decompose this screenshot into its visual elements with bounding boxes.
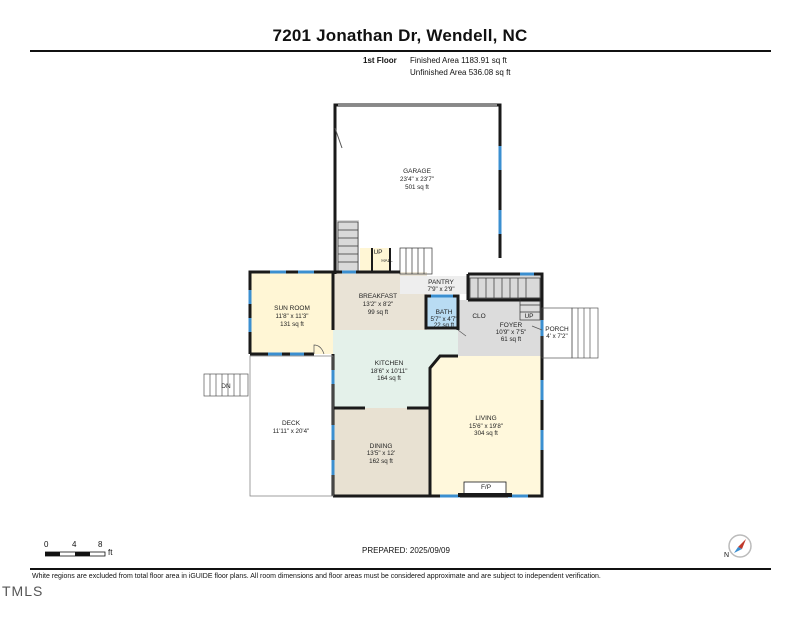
hall-floor bbox=[360, 248, 390, 272]
porch-outline bbox=[541, 307, 599, 359]
top-rule bbox=[30, 50, 771, 52]
breakfast-area: 99 sq ft bbox=[368, 309, 389, 316]
bath-floor bbox=[426, 296, 458, 328]
porch-name: PORCH bbox=[545, 326, 569, 333]
bottom-rule bbox=[30, 568, 771, 570]
foyer-name: FOYER bbox=[500, 322, 523, 329]
sunroom-name: SUN ROOM bbox=[274, 305, 310, 312]
bath-dims: 5'7" x 4'7" bbox=[430, 316, 457, 323]
dining-area: 162 sq ft bbox=[369, 458, 393, 465]
kitchen-name: KITCHEN bbox=[375, 360, 404, 367]
floor-label: 1st Floor bbox=[363, 56, 397, 65]
dining-dims: 13'5" x 12' bbox=[367, 450, 395, 457]
scale-tick-8: 8 bbox=[98, 540, 103, 549]
living-area: 304 sq ft bbox=[474, 430, 498, 437]
watermark: TMLS bbox=[2, 583, 44, 599]
hall-name: HALL bbox=[381, 258, 393, 263]
dining-floor bbox=[333, 408, 429, 496]
kitchen-dims: 18'6" x 10'11" bbox=[371, 368, 408, 375]
sunroom-floor bbox=[250, 272, 333, 354]
scale-bar-graphic bbox=[45, 551, 106, 557]
foyer-area: 61 sq ft bbox=[501, 336, 522, 343]
page-title: 7201 Jonathan Dr, Wendell, NC bbox=[272, 26, 528, 45]
garage-stairs bbox=[337, 221, 433, 275]
deck-stair-down-label: DN bbox=[221, 383, 231, 390]
sunroom-area: 131 sq ft bbox=[280, 321, 304, 328]
scale-tick-4: 4 bbox=[72, 540, 77, 549]
pantry-floor bbox=[400, 276, 468, 294]
foyer-floor bbox=[458, 300, 542, 356]
door-swings bbox=[313, 325, 543, 355]
garage-side-door bbox=[334, 127, 343, 149]
living-name: LIVING bbox=[475, 415, 496, 422]
breakfast-name: BREAKFAST bbox=[359, 293, 397, 300]
deck-dims: 11'11" x 20'4" bbox=[273, 428, 309, 435]
garage-stair-up-label: UP bbox=[373, 249, 382, 256]
compass-icon bbox=[728, 534, 752, 558]
scale-bar: 0 4 8 ft bbox=[44, 540, 124, 560]
sunroom-dims: 11'8" x 11'3" bbox=[275, 313, 308, 320]
foyer-dims: 10'9" x 7'5" bbox=[496, 329, 527, 336]
garage-name: GARAGE bbox=[403, 168, 431, 175]
kitchen-area: 164 sq ft bbox=[377, 375, 401, 382]
compass: N bbox=[724, 530, 758, 569]
deck-name: DECK bbox=[282, 420, 301, 427]
living-floor bbox=[430, 356, 541, 496]
pantry-dims: 7'9" x 2'9" bbox=[427, 286, 454, 293]
unfinished-area: Unfinished Area 536.08 sq ft bbox=[410, 68, 511, 77]
dining-name: DINING bbox=[370, 443, 393, 450]
compass-north-label: N bbox=[724, 552, 730, 559]
pantry-name: PANTRY bbox=[428, 279, 454, 286]
garage-dims: 23'4" x 23'7" bbox=[400, 176, 434, 183]
footnote: White regions are excluded from total fl… bbox=[32, 573, 601, 580]
fp-label: F/P bbox=[481, 484, 491, 491]
living-dims: 15'6" x 19'8" bbox=[469, 423, 503, 430]
scale-tick-0: 0 bbox=[44, 540, 49, 549]
deck-stairs bbox=[203, 373, 249, 397]
porch-dims: 4' x 7'2" bbox=[546, 333, 567, 340]
garage-area: 501 sq ft bbox=[405, 184, 429, 191]
bath-name: BATH bbox=[436, 309, 453, 316]
windows bbox=[248, 146, 544, 498]
scale-unit: ft bbox=[108, 548, 113, 557]
interior-stairs bbox=[469, 277, 541, 321]
breakfast-dims: 13'2" x 8'2" bbox=[363, 301, 394, 308]
garage-stair-zone bbox=[335, 220, 359, 274]
stair-up-label: UP bbox=[524, 313, 533, 320]
finished-area: Finished Area 1183.91 sq ft bbox=[410, 56, 507, 65]
clo-name: CLO bbox=[472, 313, 485, 320]
hearth bbox=[458, 493, 512, 497]
bath-area: 22 sq ft bbox=[434, 322, 455, 329]
prepared-date: PREPARED: 2025/09/09 bbox=[362, 546, 450, 555]
